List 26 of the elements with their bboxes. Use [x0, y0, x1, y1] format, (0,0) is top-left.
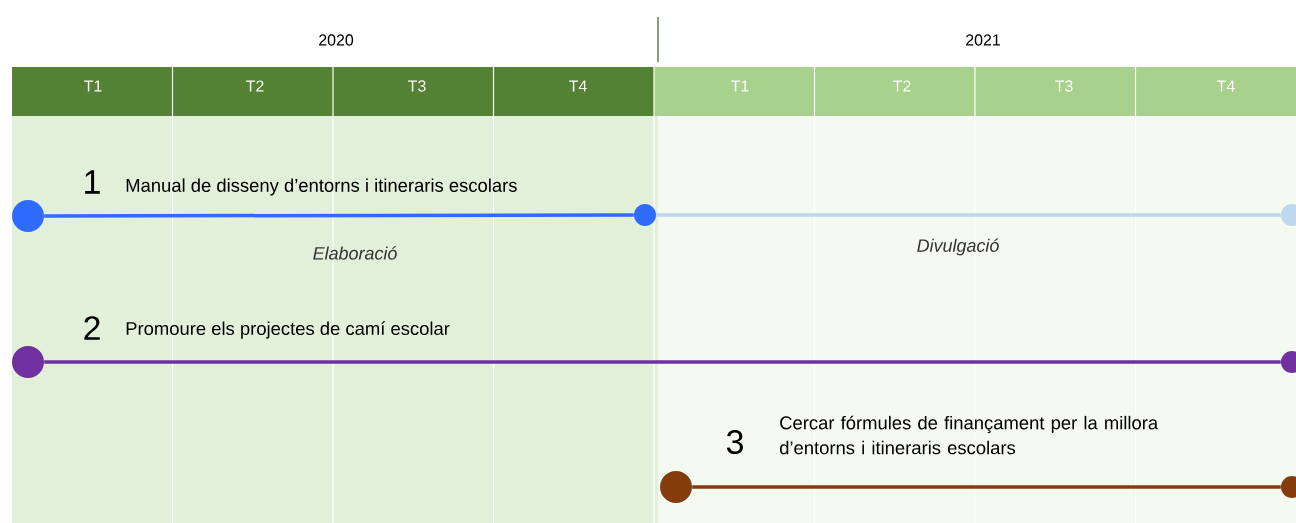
quarter-label: T3: [408, 80, 426, 92]
item-title: Cercar fórmules de finançament per la millora d’entorns i itineraris escolars: [780, 415, 1159, 455]
quarter-label: T4: [569, 80, 587, 92]
year-label: 2021: [966, 34, 1000, 46]
timeline-dot: [634, 204, 656, 226]
item-number: 3: [726, 430, 743, 454]
quarter-label: T1: [84, 80, 102, 92]
timeline-dot: [12, 200, 44, 232]
timeline-bar: [692, 485, 1281, 489]
timeline-bar: [656, 213, 1281, 217]
item-number: 2: [84, 316, 100, 340]
quarter-label: T2: [246, 80, 264, 92]
item-title: Manual de disseny d’entorns i itineraris escolars: [126, 178, 517, 196]
timeline-bar: [44, 213, 634, 218]
timeline-dot: [12, 346, 44, 378]
item-number: 1: [85, 170, 100, 194]
phase-label: Elaboració: [313, 246, 397, 260]
quarter-label: T4: [1217, 80, 1235, 92]
quarter-label: T3: [1055, 80, 1073, 92]
year-label: 2020: [319, 34, 354, 46]
quarter-label: T1: [731, 80, 749, 92]
item-title: Promoure els projectes de camí escolar: [126, 321, 450, 339]
timeline-bar: [44, 360, 1281, 364]
phase-label: Divulgació: [917, 238, 999, 256]
quarter-label: T2: [893, 80, 911, 92]
timeline-dot: [660, 471, 692, 503]
